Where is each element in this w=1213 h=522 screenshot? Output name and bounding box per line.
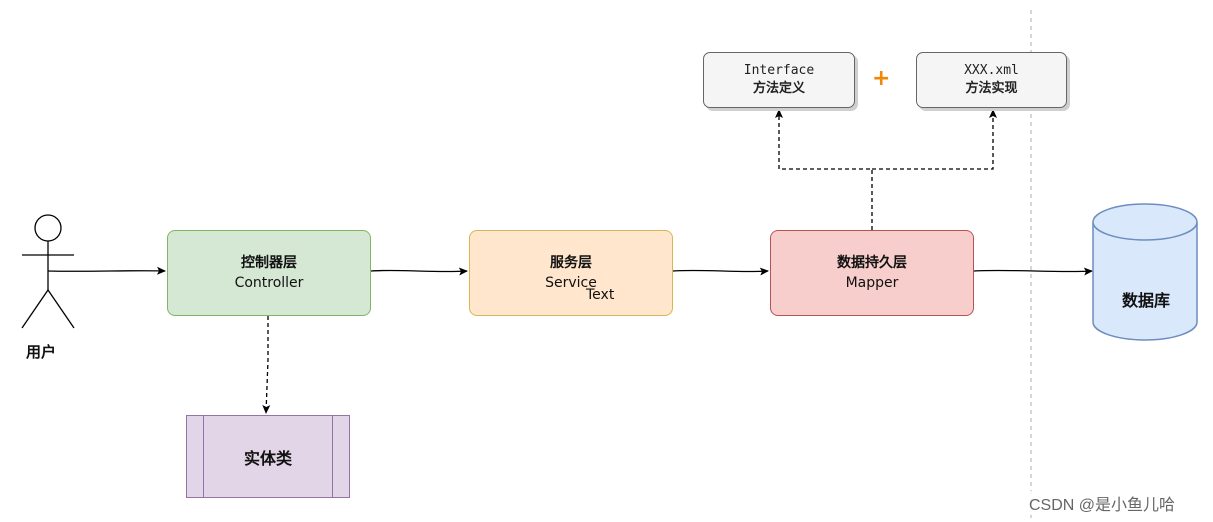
arrow-service-to-mapper	[672, 267, 769, 276]
service-layer-subtitle: Service	[545, 275, 597, 291]
arrow-mapper-to-xml	[872, 109, 997, 170]
database-label: 数据库	[1121, 291, 1170, 310]
entity-box-left-bar	[203, 416, 204, 497]
xml-note-title: XXX.xml	[964, 63, 1019, 78]
entity-box-right-bar	[332, 416, 333, 497]
service-layer-box[interactable]: 服务层 Service	[469, 230, 673, 316]
service-layer-title: 服务层	[550, 255, 592, 271]
database-cylinder	[1092, 203, 1198, 341]
mapper-layer-box[interactable]: 数据持久层 Mapper	[770, 230, 974, 316]
mapper-layer-title: 数据持久层	[837, 255, 907, 271]
arrow-user-to-controller	[47, 266, 166, 275]
user-actor-icon	[21, 214, 75, 329]
interface-note-subtitle: 方法定义	[752, 81, 805, 96]
plus-sign: +	[872, 66, 891, 91]
controller-layer-box[interactable]: 控制器层 Controller	[167, 230, 371, 316]
mapper-layer-subtitle: Mapper	[845, 275, 899, 291]
watermark-text: CSDN @是小鱼儿哈	[1029, 491, 1176, 515]
controller-layer-subtitle: Controller	[234, 275, 304, 291]
entity-class-box[interactable]: 实体类	[186, 415, 350, 498]
service-stray-text: Text	[586, 287, 615, 303]
arrow-controller-to-service	[370, 267, 468, 276]
interface-note-title: Interface	[743, 63, 815, 78]
arrow-mapper-to-interface	[775, 109, 873, 230]
arrow-controller-to-entity	[262, 316, 271, 414]
entity-class-label: 实体类	[243, 448, 292, 468]
controller-layer-title: 控制器层	[241, 255, 297, 271]
interface-note-box[interactable]: Interface 方法定义	[703, 52, 855, 108]
arrow-mapper-to-database	[973, 267, 1093, 276]
xml-note-box[interactable]: XXX.xml 方法实现	[916, 52, 1067, 108]
xml-note-subtitle: 方法实现	[965, 81, 1018, 96]
user-label: 用户	[26, 343, 57, 361]
